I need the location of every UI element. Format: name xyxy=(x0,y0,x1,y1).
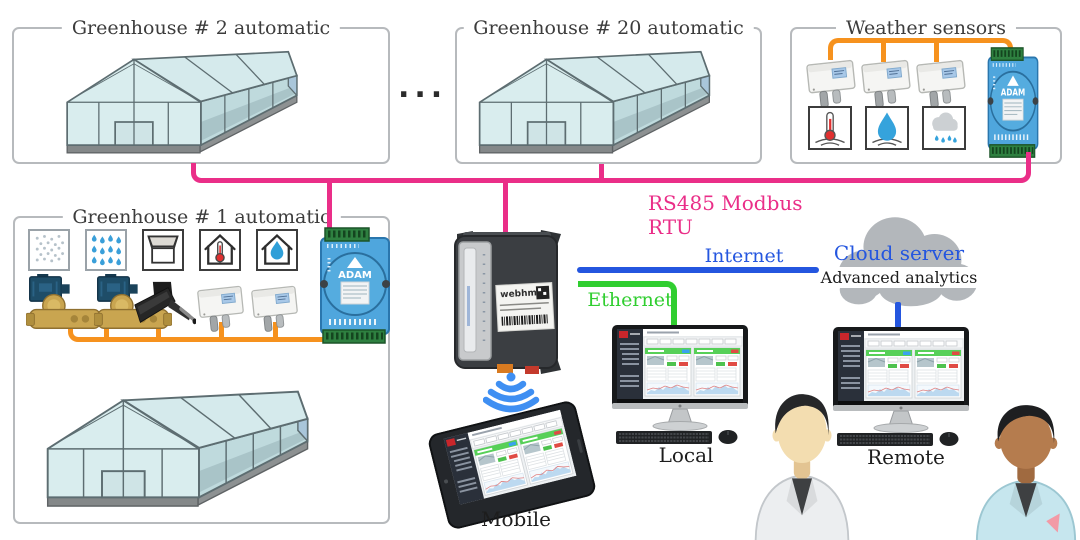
fogging-icon-tile xyxy=(28,229,70,271)
ethernet-label: Ethernet xyxy=(587,289,673,311)
greenhouse-1-title: Greenhouse # 1 automatic xyxy=(62,205,341,230)
remote-workstation xyxy=(831,327,971,447)
wifi-icon xyxy=(483,372,540,413)
weather-transmitter-2 xyxy=(860,59,913,109)
vent-icon-tile xyxy=(142,229,184,271)
temperature-icon-tile xyxy=(808,106,852,150)
rs485-bus xyxy=(191,163,1031,183)
vent-window-icon xyxy=(147,235,179,264)
greenhouse-2-title: Greenhouse # 2 automatic xyxy=(61,16,341,41)
weather-bus-stub xyxy=(934,43,939,62)
rain-cloud-icon xyxy=(932,112,958,143)
internet-line xyxy=(577,267,819,273)
thermometer-icon xyxy=(815,111,845,146)
gh1-bus-stub xyxy=(104,322,109,340)
webhmi-controller: webhmi xyxy=(454,230,561,374)
rs485-drop-gh20 xyxy=(599,164,604,179)
rs485-label: RS485 Modbus RTU xyxy=(648,191,803,239)
cloud-server-title: Cloud server xyxy=(833,241,965,265)
greenhouse-2-illustration xyxy=(66,50,298,154)
greenhouse-1-illustration xyxy=(46,390,309,508)
house-thermometer-icon xyxy=(204,234,236,265)
cloud-subtitle-wrap: Advanced analytics xyxy=(812,267,986,288)
more-greenhouses-ellipsis: ... xyxy=(398,70,448,105)
heating-icon-tile xyxy=(199,229,241,271)
webhmi-label: webhmi xyxy=(495,282,555,332)
cloud-to-remote-line xyxy=(895,302,901,328)
ethernet-line xyxy=(578,281,677,327)
gh1-transmitter-1 xyxy=(196,285,246,333)
house-drop-icon xyxy=(261,234,293,265)
local-operator-avatar xyxy=(754,393,850,540)
rs485-drop-controller xyxy=(503,181,508,238)
mobile-tablet xyxy=(426,399,597,531)
gh1-bus-stub xyxy=(273,322,278,340)
rs485-drop-gh1-adam xyxy=(327,181,332,228)
cloud-subtitle: Advanced analytics xyxy=(813,267,985,288)
greenhouse-1-adam-module xyxy=(315,226,395,346)
water-drop-icon xyxy=(872,112,902,146)
local-workstation xyxy=(610,325,750,445)
weather-bus-stub xyxy=(881,43,886,62)
humidity-icon-tile xyxy=(865,106,909,150)
mobile-label: Mobile xyxy=(481,507,551,531)
humidifying-icon-tile xyxy=(256,229,298,271)
local-label: Local xyxy=(658,443,714,467)
linear-actuator xyxy=(132,280,196,327)
gh1-bus-stub xyxy=(219,322,224,340)
rs485-drop-weather-adam xyxy=(1026,152,1031,165)
fog-dots-icon xyxy=(35,234,65,263)
remote-label: Remote xyxy=(867,445,945,469)
weather-transmitter-1 xyxy=(805,59,858,109)
weather-sensors-title: Weather sensors xyxy=(835,16,1017,41)
internet-label: Internet xyxy=(704,245,784,267)
greenhouse-20-illustration xyxy=(478,50,711,154)
gh1-bus-stub xyxy=(156,322,161,340)
irrigation-icon-tile xyxy=(85,229,127,271)
gh1-transmitter-2 xyxy=(250,285,300,333)
webhmi-brand-text: webhmi xyxy=(500,288,540,300)
rain-icon-tile xyxy=(922,106,966,150)
remote-operator-avatar xyxy=(975,404,1077,540)
weather-transmitter-3 xyxy=(915,59,968,109)
greenhouse-20-title: Greenhouse # 20 automatic xyxy=(463,16,754,41)
solenoid-valve-1 xyxy=(26,274,104,330)
weather-adam-module xyxy=(984,46,1042,160)
rain-drops-icon xyxy=(91,234,122,266)
